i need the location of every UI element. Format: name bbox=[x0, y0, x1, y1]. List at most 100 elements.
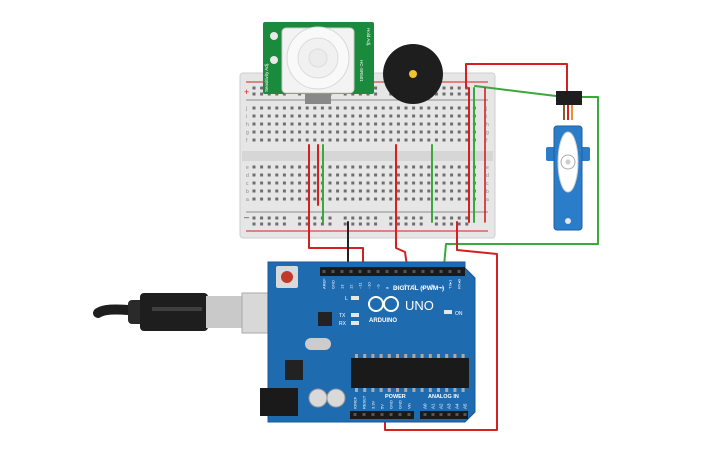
rail-hole bbox=[260, 222, 264, 226]
chip-leg bbox=[412, 388, 416, 392]
breadboard-hole bbox=[374, 189, 378, 193]
chip-leg bbox=[363, 354, 367, 358]
breadboard-hole bbox=[374, 197, 378, 201]
breadboard-hole bbox=[412, 130, 416, 134]
rail-hole bbox=[366, 222, 370, 226]
rail-hole bbox=[343, 216, 347, 220]
breadboard-hole bbox=[389, 114, 393, 118]
digital-pin-label: TX▸1 bbox=[448, 279, 453, 289]
l-led-label: L bbox=[345, 296, 348, 302]
breadboard-hole bbox=[252, 165, 256, 169]
chip-leg bbox=[461, 354, 465, 358]
breadboard-hole bbox=[381, 189, 385, 193]
breadboard-hole bbox=[328, 173, 332, 177]
power-pin-socket bbox=[398, 413, 402, 416]
breadboard-hole bbox=[298, 181, 302, 185]
breadboard-hole bbox=[313, 114, 317, 118]
breadboard-hole bbox=[358, 106, 362, 110]
breadboard-hole bbox=[260, 114, 264, 118]
breadboard-hole bbox=[434, 122, 438, 126]
rail-hole bbox=[328, 222, 332, 226]
breadboard-hole bbox=[313, 197, 317, 201]
breadboard-hole bbox=[328, 130, 332, 134]
breadboard-hole bbox=[336, 181, 340, 185]
breadboard-hole bbox=[442, 106, 446, 110]
breadboard-hole bbox=[427, 189, 431, 193]
row-letter: a bbox=[486, 197, 489, 203]
chip-legs bbox=[355, 354, 465, 392]
breadboard-hole bbox=[336, 114, 340, 118]
breadboard-hole bbox=[434, 165, 438, 169]
rail-hole bbox=[450, 216, 454, 220]
rail-hole bbox=[450, 86, 454, 90]
breadboard-hole bbox=[282, 189, 286, 193]
breadboard-hole bbox=[336, 173, 340, 177]
chip-leg bbox=[396, 354, 399, 358]
wires bbox=[308, 63, 599, 431]
breadboard-hole bbox=[381, 173, 385, 177]
digital-pin-label: ~5 bbox=[412, 284, 417, 289]
breadboard-hole bbox=[450, 114, 454, 118]
rail-hole bbox=[374, 92, 378, 96]
row-letter: c bbox=[246, 181, 249, 187]
breadboard-hole bbox=[351, 114, 355, 118]
breadboard-hole bbox=[434, 197, 438, 201]
wire-red-pir-power bbox=[308, 144, 364, 267]
breadboard-hole bbox=[434, 173, 438, 177]
row-letter: h bbox=[486, 122, 489, 128]
breadboard-hole bbox=[427, 106, 431, 110]
breadboard-hole bbox=[465, 122, 469, 126]
breadboard-hole bbox=[450, 173, 454, 177]
breadboard-hole bbox=[298, 189, 302, 193]
capacitor-1 bbox=[308, 388, 328, 408]
digital-pin-label: GND bbox=[331, 280, 336, 289]
power-pin-socket bbox=[407, 413, 411, 416]
power-pin-label: Vin bbox=[407, 403, 412, 409]
power-pin-label: 5V bbox=[380, 404, 385, 409]
breadboard-hole bbox=[275, 173, 279, 177]
chip-leg bbox=[437, 388, 440, 392]
chip-leg bbox=[355, 388, 358, 392]
breadboard-hole bbox=[427, 122, 431, 126]
breadboard-hole bbox=[396, 138, 400, 142]
breadboard-hole bbox=[404, 197, 408, 201]
row-letter: c bbox=[486, 181, 489, 187]
breadboard-hole bbox=[457, 189, 461, 193]
rail-hole bbox=[465, 92, 469, 96]
row-letter: f bbox=[486, 138, 488, 144]
breadboard-hole bbox=[320, 138, 324, 142]
breadboard-hole bbox=[305, 130, 309, 134]
breadboard-hole bbox=[450, 165, 454, 169]
breadboard-hole bbox=[351, 189, 355, 193]
breadboard-hole bbox=[320, 130, 324, 134]
uno-label: UNO bbox=[405, 298, 434, 313]
breadboard-hole bbox=[381, 197, 385, 201]
breadboard-hole bbox=[465, 173, 469, 177]
digital-pin-label: ~11 bbox=[358, 282, 363, 289]
chip-leg bbox=[428, 388, 432, 392]
chip-leg bbox=[387, 354, 391, 358]
breadboard-hole bbox=[282, 197, 286, 201]
analog-pin-socket bbox=[439, 413, 443, 416]
breadboard-hole bbox=[260, 130, 264, 134]
rail-plus-label: + bbox=[244, 87, 249, 97]
breadboard-hole bbox=[412, 114, 416, 118]
row-letter: i bbox=[486, 114, 487, 120]
breadboard-hole bbox=[374, 106, 378, 110]
row-letter: i bbox=[246, 114, 247, 120]
breadboard-hole bbox=[275, 122, 279, 126]
rail-hole bbox=[396, 216, 400, 220]
chip-leg bbox=[420, 354, 424, 358]
digital-pin-label: 4 bbox=[421, 286, 426, 289]
digital-pin-socket bbox=[457, 270, 461, 273]
breadboard-hole bbox=[282, 122, 286, 126]
breadboard-hole bbox=[404, 181, 408, 185]
rail-hole bbox=[434, 216, 438, 220]
breadboard-hole bbox=[389, 197, 393, 201]
breadboard-hole bbox=[396, 181, 400, 185]
breadboard-hole bbox=[320, 106, 324, 110]
breadboard-hole bbox=[366, 122, 370, 126]
breadboard-hole bbox=[381, 181, 385, 185]
